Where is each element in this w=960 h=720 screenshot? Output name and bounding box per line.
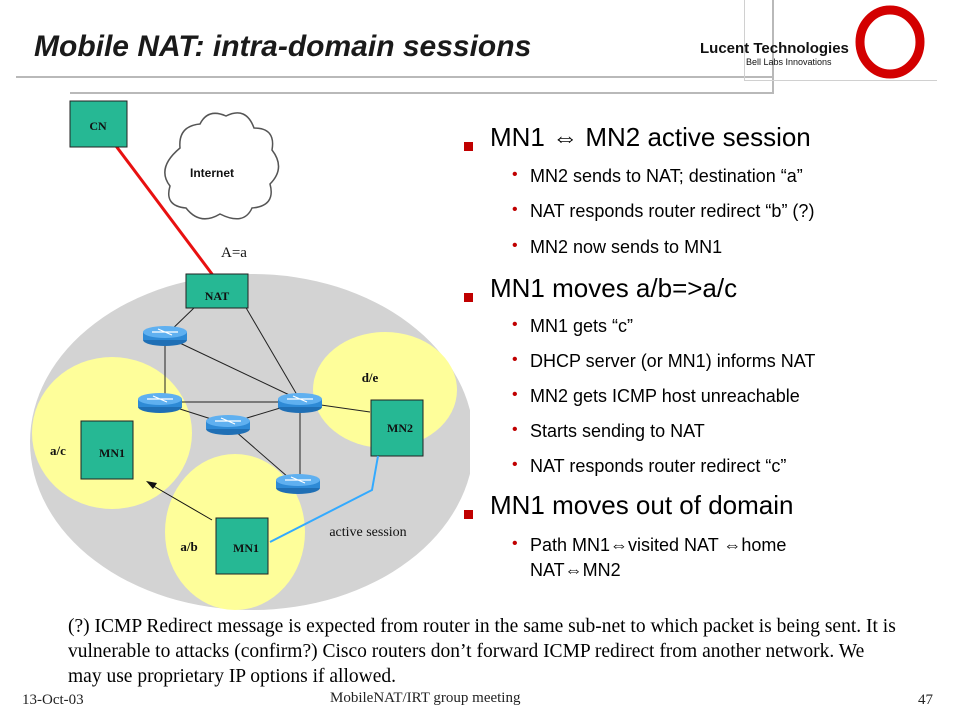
slide-title: Mobile NAT: intra-domain sessions (34, 30, 532, 63)
header-rule (16, 76, 774, 78)
lucent-ring-icon (855, 5, 925, 79)
page-number: 47 (918, 692, 933, 708)
bullet-2-sub-2: DHCP server (or MN1) informs NAT (530, 351, 816, 371)
sub-marker: • (512, 351, 518, 368)
router-icon (143, 326, 187, 346)
active-session-label: active session (329, 525, 406, 540)
logo-company: Lucent Technologies (700, 40, 849, 57)
bullet-2-sub-5: NAT responds router redirect “c” (530, 456, 787, 476)
bullet-2: MN1 moves a/b=>a/c (490, 273, 738, 303)
sub-marker: • (512, 535, 518, 552)
router-icon (138, 393, 182, 413)
bullet-marker-3 (464, 510, 473, 519)
bullet-1-sub-2: NAT responds router redirect “b” (?) (530, 201, 815, 221)
company-logo: Lucent Technologies Bell Labs Innovation… (700, 40, 849, 67)
sub-marker: • (512, 237, 518, 254)
subnet-ac-label: a/c (50, 443, 66, 458)
footer-date: 13-Oct-03 (22, 692, 84, 708)
router-icon (206, 415, 250, 435)
logo-tagline: Bell Labs Innovations (746, 57, 832, 67)
move-arrow-head (146, 481, 157, 489)
footnote: (?) ICMP Redirect message is expected fr… (68, 616, 896, 687)
bullet-3-sub-1: Path MN1⇔visited NAT ⇔home (530, 535, 787, 555)
header-divider (772, 0, 774, 92)
active-session-link (269, 455, 379, 543)
network-diagram: Internet CN A=a NAT (30, 100, 470, 610)
bullet-1-sub-1: MN2 sends to NAT; destination “a” (530, 166, 803, 186)
sub-marker: • (512, 421, 518, 438)
cn-label: CN (89, 119, 107, 133)
bullet-1: MN1 ⇔ MN2 active session (490, 122, 811, 152)
bullet-2-sub-4: Starts sending to NAT (530, 421, 705, 441)
nat-label: NAT (205, 289, 229, 303)
header-rule-lower (70, 92, 774, 94)
logo-frame (744, 0, 937, 81)
mn1-box-ab (215, 517, 269, 575)
internet-cloud: Internet (164, 112, 280, 220)
bullet-2-sub-3: MN2 gets ICMP host unreachable (530, 386, 800, 406)
router-icon (276, 474, 320, 494)
footer-title: MobileNAT/IRT group meeting (330, 690, 521, 706)
bullet-marker-1 (464, 142, 473, 151)
move-arrow (149, 483, 213, 521)
bullet-marker-2 (464, 293, 473, 302)
sub-marker: • (512, 456, 518, 473)
sub-marker: • (512, 201, 518, 218)
sub-marker: • (512, 316, 518, 333)
cn-box (69, 100, 128, 148)
bullet-3: MN1 moves out of domain (490, 490, 794, 520)
router-icon (278, 393, 322, 413)
nat-address-label: A=a (221, 245, 247, 261)
bullet-2-sub-1: MN1 gets “c” (530, 316, 634, 336)
subnet-ab-label: a/b (180, 539, 197, 554)
sub-marker: • (512, 166, 518, 183)
mn2-label: MN2 (387, 421, 413, 435)
mn1-label-ac: MN1 (99, 446, 125, 460)
mn1-label-ab: MN1 (233, 541, 259, 555)
cn-nat-link (114, 145, 220, 283)
mn1-box-ac (80, 420, 134, 480)
sub-marker: • (512, 386, 518, 403)
bullet-3-sub-1-cont: NAT⇔MN2 (530, 560, 621, 580)
bullet-1-sub-3: MN2 now sends to MN1 (530, 237, 723, 257)
nat-box (185, 273, 249, 309)
internet-label: Internet (190, 166, 234, 180)
mn2-box (370, 399, 424, 457)
subnet-de-label: d/e (362, 370, 379, 385)
